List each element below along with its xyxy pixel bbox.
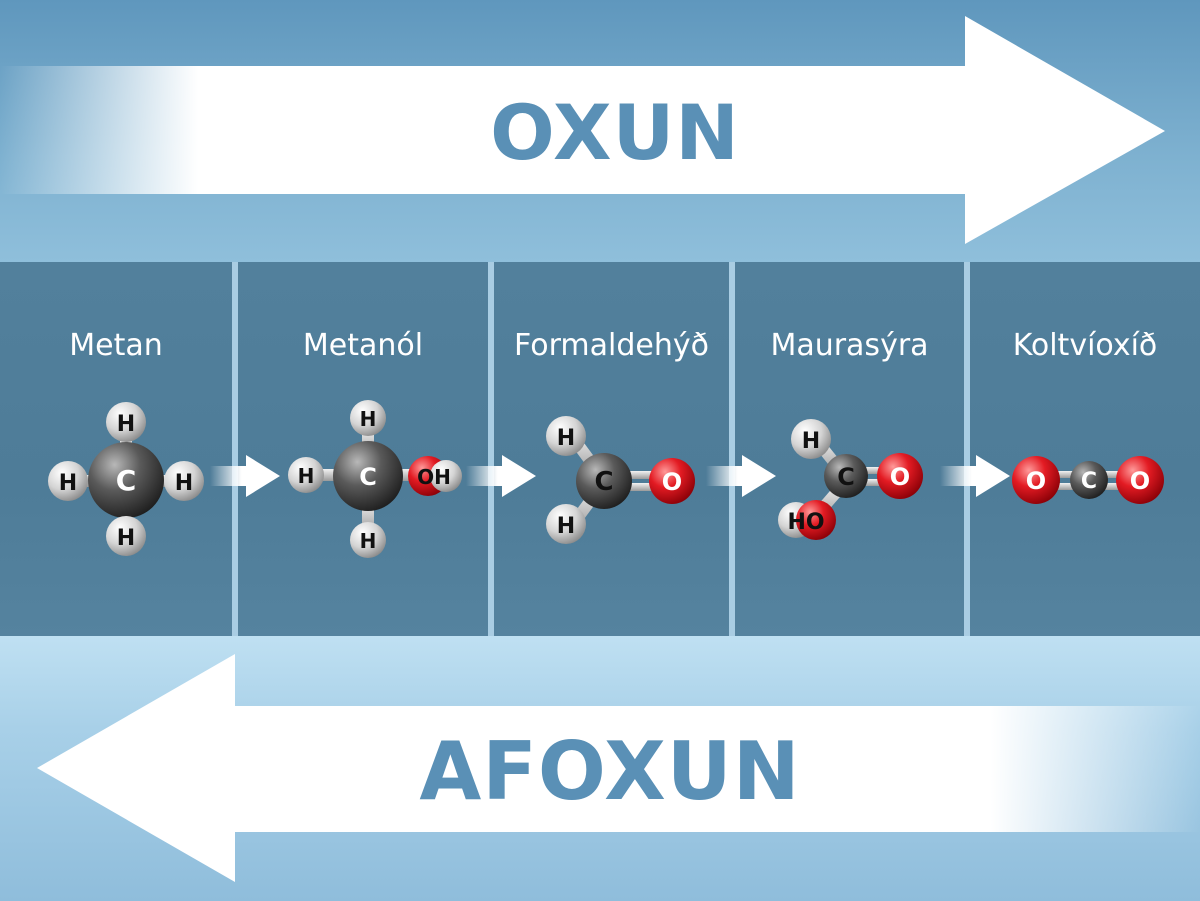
atom-label: O <box>662 468 682 496</box>
molecule-name: Formaldehýð <box>514 328 709 363</box>
panel-maurasyra: Maurasýra <box>735 262 964 636</box>
hydrogen-atom <box>350 522 386 558</box>
hydrogen-atom <box>164 461 204 501</box>
big-left-arrow-icon <box>37 654 1200 882</box>
atom-label: H <box>360 407 377 431</box>
hydrogen-atom <box>430 460 462 492</box>
atom-label: H <box>59 471 77 496</box>
reduction-label: AFOXUN <box>419 725 801 818</box>
panel-formaldehyd: Formaldehýð <box>494 262 729 636</box>
hydrogen-atom <box>791 419 831 459</box>
atom-label: H <box>175 471 193 496</box>
oxygen-atom <box>1012 456 1060 504</box>
methane-molecule: C H H H H <box>48 402 204 556</box>
hydrogen-atom <box>48 461 88 501</box>
formic-acid-molecule: C H HO O <box>778 419 923 540</box>
atom-label: H <box>557 514 575 539</box>
carbon-atom <box>1070 461 1108 499</box>
atom-label: C <box>837 463 855 491</box>
atom-label: O <box>1026 467 1046 495</box>
atom-label: H <box>298 464 315 488</box>
oxidation-label: OXUN <box>490 88 740 177</box>
hydrogen-atom <box>106 402 146 442</box>
atom-label: C <box>359 463 377 491</box>
hydrogen-atom <box>106 516 146 556</box>
right-arrow-icon <box>706 455 776 497</box>
atom-label: HO <box>787 510 824 535</box>
molecule-name: Metanól <box>302 328 424 363</box>
carbon-dioxide-molecule: O C O <box>1012 456 1164 504</box>
hydrogen-atom <box>546 416 586 456</box>
carbon-atom <box>88 442 164 518</box>
methanol-molecule: C H H H OH <box>288 400 462 558</box>
formaldehyde-molecule: C H H O <box>546 416 695 544</box>
atom-label: H <box>802 429 820 454</box>
molecule-name: Koltvíoxíð <box>1012 328 1158 363</box>
oxygen-atom <box>1116 456 1164 504</box>
right-arrow-icon <box>940 455 1010 497</box>
hydrogen-atom <box>350 400 386 436</box>
atom-label: H <box>117 412 135 437</box>
panel-koltvioxid: Koltvíoxíð <box>970 262 1200 636</box>
atom-label: O <box>1130 467 1150 495</box>
hydrogen-atom <box>546 504 586 544</box>
atom-label: H <box>360 529 377 553</box>
oxygen-atom <box>877 453 923 499</box>
atom-label: H <box>117 526 135 551</box>
atom-label: C <box>594 467 613 497</box>
oxygen-atom <box>649 458 695 504</box>
atom-label: C <box>116 464 137 497</box>
atom-label: H <box>557 426 575 451</box>
molecule-name: Metan <box>69 328 163 363</box>
right-arrow-icon <box>210 455 280 497</box>
hydrogen-atom <box>288 457 324 493</box>
big-right-arrow-icon <box>0 16 1165 244</box>
right-arrow-icon <box>466 455 536 497</box>
molecule-name: Maurasýra <box>770 328 929 363</box>
atom-label: C <box>1081 469 1097 494</box>
molecules-layer: C H H H H C H H H OH <box>48 400 1164 558</box>
atom-label: O <box>890 463 910 491</box>
carbon-atom <box>333 441 403 511</box>
atom-label: OH <box>417 465 451 489</box>
carbon-atom <box>576 453 632 509</box>
oxygen-atom <box>796 500 836 540</box>
carbon-atom <box>824 454 868 498</box>
